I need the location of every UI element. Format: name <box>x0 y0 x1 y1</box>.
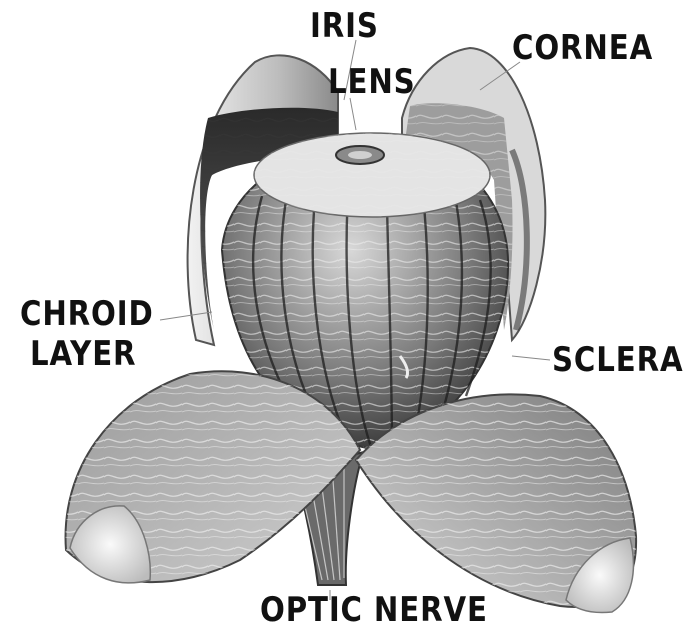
chroid-label-line2: LAYER <box>30 334 136 374</box>
cornea-label: CORNEA <box>512 28 653 68</box>
optic-nerve-label: OPTIC NERVE <box>260 590 488 630</box>
chroid-label-line1: CHROID <box>20 294 154 334</box>
lens-label: LENS <box>328 62 416 102</box>
iris-label: IRIS <box>310 6 379 46</box>
sclera-label: SCLERA <box>552 340 683 380</box>
sclera-flap-right <box>356 394 636 612</box>
